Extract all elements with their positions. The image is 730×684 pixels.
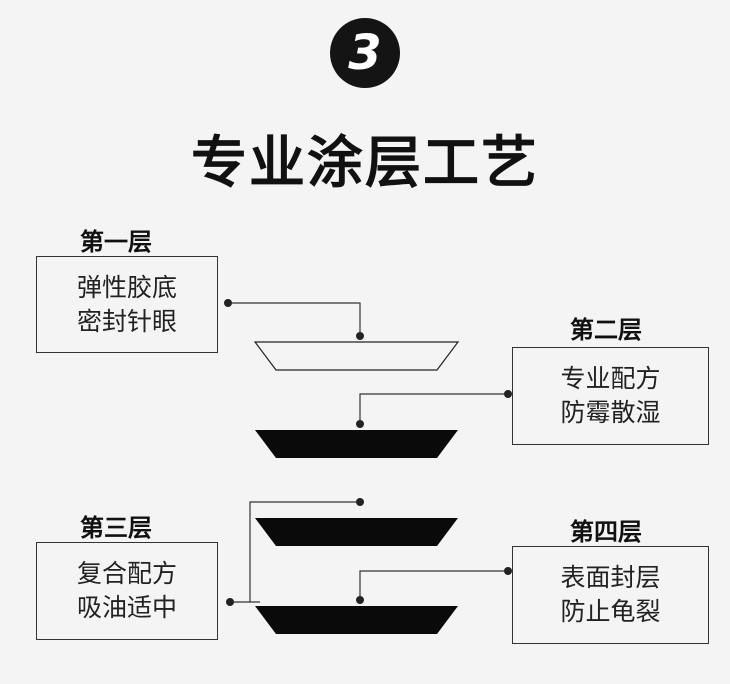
layer-4-box: 表面封层 防止龟裂 [512,546,709,644]
step-number-badge: 3 [330,18,400,88]
layer-4-line1: 表面封层 [560,563,661,592]
layer-1-shape [253,341,460,371]
layer-1-box: 弹性胶底 密封针眼 [36,256,218,353]
layer-2-line2: 防霉散湿 [560,398,661,427]
layer-1-label: 第一层 [80,228,152,256]
layer-3-connector-bracket [249,501,360,603]
layer-4-shape [255,606,458,634]
layer-1-line1: 弹性胶底 [76,272,177,302]
layer-3-dot-top [356,498,364,506]
layer-3-line2: 吸油适中 [76,593,177,622]
layer-3-label: 第三层 [80,514,152,542]
layer-3-line1: 复合配方 [76,559,177,588]
layer-4-dot-end [356,596,364,604]
layer-4-line2: 防止龟裂 [560,597,661,626]
layer-2-connector [359,393,508,424]
layer-2-dot-start [504,390,512,398]
layer-4-connector [359,570,508,600]
layer-1-connector [228,302,361,336]
layer-2-dot-end [356,420,364,428]
layer-3-shape [255,518,458,546]
layer-2-line1: 专业配方 [560,364,661,393]
layer-4-label: 第四层 [570,518,642,546]
layer-3-dot-start [226,598,234,606]
layer-1-dot-start [224,299,232,307]
layer-2-shape [255,430,458,458]
layer-1-dot-end [356,332,364,340]
step-number: 3 [348,25,382,81]
layer-4-dot-start [504,567,512,575]
layer-1-line2: 密封针眼 [76,306,177,336]
layer-2-label: 第二层 [570,316,642,344]
page-title: 专业涂层工艺 [191,131,539,196]
layer-3-box: 复合配方 吸油适中 [36,542,218,640]
layer-2-box: 专业配方 防霉散湿 [512,347,709,445]
